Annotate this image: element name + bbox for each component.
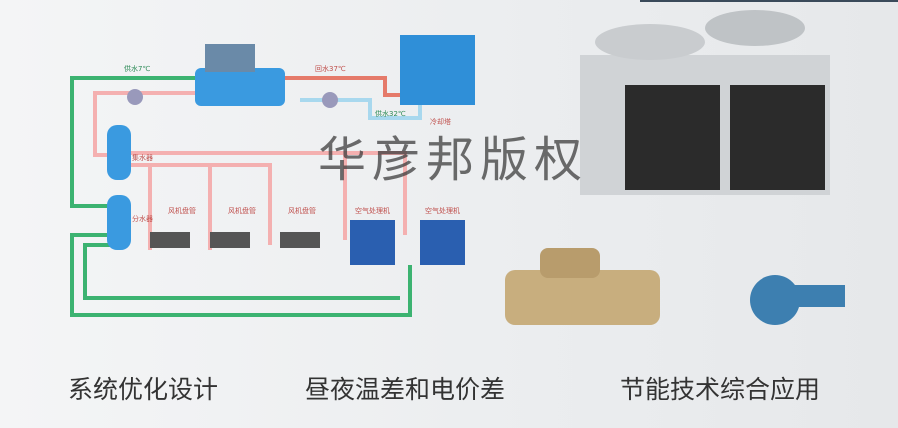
cooling-pipe bbox=[300, 98, 422, 120]
chiller-compressor bbox=[205, 44, 255, 72]
caption-temperature-price: 昼夜温差和电价差 bbox=[305, 375, 506, 404]
fan-coil-1 bbox=[150, 232, 190, 248]
label-supply-32: 供水32℃ bbox=[375, 110, 406, 118]
collector-tank bbox=[107, 125, 131, 180]
cooling-tower-photo bbox=[580, 10, 830, 195]
label-cooling-tower: 冷却塔 bbox=[430, 118, 451, 126]
chiller bbox=[195, 68, 285, 106]
label-ahu: 空气处理机 bbox=[355, 207, 390, 215]
ahu-1 bbox=[350, 220, 395, 265]
centrifugal-chiller-photo bbox=[505, 248, 660, 325]
ahu-2 bbox=[420, 220, 465, 265]
top-border bbox=[640, 0, 898, 2]
label-collector: 集水器 bbox=[132, 154, 153, 162]
label-distributor: 分水器 bbox=[132, 215, 153, 223]
label-fan-coil: 风机盘管 bbox=[228, 207, 256, 215]
caption-system-design: 系统优化设计 bbox=[68, 375, 219, 404]
fan-coil-3 bbox=[280, 232, 320, 248]
pump-2 bbox=[322, 92, 338, 108]
label-ahu: 空气处理机 bbox=[425, 207, 460, 215]
hot-return-pipe bbox=[280, 76, 400, 97]
watermark: 华彦邦版权 bbox=[318, 132, 589, 188]
caption-energy-saving: 节能技术综合应用 bbox=[620, 375, 821, 404]
cooling-tower bbox=[400, 35, 475, 105]
pump-1 bbox=[127, 89, 143, 105]
fan-coil-2 bbox=[210, 232, 250, 248]
distributor-tank bbox=[107, 195, 131, 250]
supply-pipe bbox=[70, 76, 412, 317]
pump-photo bbox=[750, 275, 845, 325]
label-fan-coil: 风机盘管 bbox=[168, 207, 196, 215]
label-supply-7: 供水7℃ bbox=[124, 65, 151, 73]
return-pipe bbox=[93, 91, 407, 250]
label-return-37: 回水37℃ bbox=[315, 65, 346, 73]
label-fan-coil: 风机盘管 bbox=[288, 207, 316, 215]
